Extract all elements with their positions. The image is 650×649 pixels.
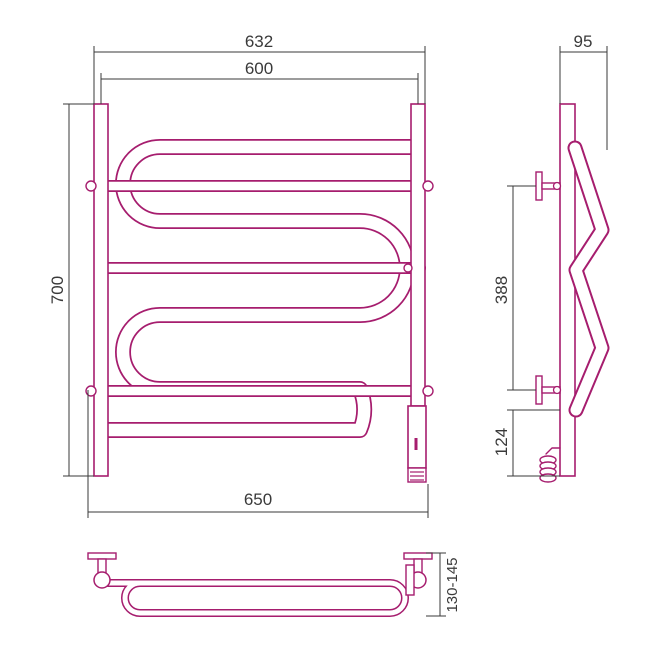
dim-wall-distance-label: 130-145 bbox=[444, 557, 461, 612]
dim-depth-label: 95 bbox=[574, 32, 593, 51]
dim-center-width: 600 bbox=[100, 59, 419, 104]
dim-mount-spacing: 388 bbox=[492, 185, 536, 391]
dim-center-width-label: 600 bbox=[245, 59, 273, 78]
dim-depth: 95 bbox=[559, 32, 608, 150]
dim-bottom-width-label: 650 bbox=[244, 490, 272, 509]
dim-height: 700 bbox=[48, 103, 94, 477]
crossbars bbox=[94, 180, 426, 397]
heating-element bbox=[407, 405, 427, 483]
top-wall-plate-left bbox=[87, 552, 117, 560]
dim-wall-distance: 130-145 bbox=[426, 552, 461, 617]
side-zigzag-inner bbox=[569, 142, 608, 416]
left-rail bbox=[93, 103, 109, 477]
top-wall-plate-right bbox=[403, 552, 433, 560]
right-rail bbox=[410, 103, 426, 407]
dim-bottom-offset: 124 bbox=[492, 409, 560, 477]
dim-overall-width: 632 bbox=[93, 32, 426, 104]
dim-bottom-width: 650 bbox=[87, 390, 429, 518]
top-fitting-left bbox=[93, 571, 111, 589]
side-heater-spiral bbox=[539, 447, 561, 483]
dim-overall-width-label: 632 bbox=[245, 32, 273, 51]
top-loop-outer bbox=[104, 579, 409, 617]
rail-bosses bbox=[85, 180, 434, 397]
side-view: 95 388 124 bbox=[492, 32, 610, 483]
dim-bottom-offset-label: 124 bbox=[492, 428, 511, 456]
front-view: 632 600 700 650 bbox=[48, 32, 434, 518]
side-bracket-top bbox=[535, 171, 562, 201]
side-bracket-bottom bbox=[535, 375, 562, 405]
top-view: 130-145 bbox=[87, 552, 461, 617]
dim-mount-spacing-label: 388 bbox=[492, 276, 511, 304]
dim-height-label: 700 bbox=[48, 276, 67, 304]
